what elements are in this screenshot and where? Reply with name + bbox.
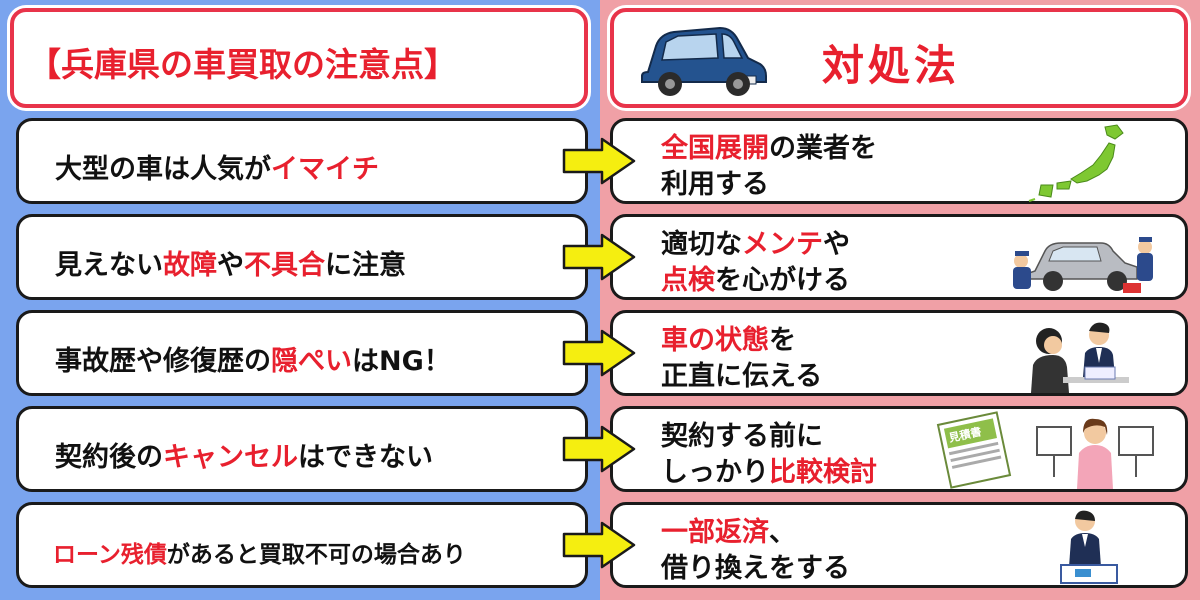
car-icon	[641, 26, 767, 96]
solution-text: 利用する	[661, 169, 769, 200]
solution-text: を心がける	[715, 265, 850, 296]
japan-map-icon	[1028, 124, 1124, 202]
solution-item-maintenance: 適切なメンテや 点検を心がける	[610, 214, 1188, 300]
solution-item-compare: 契約する前に しっかり比較検討 見積書	[610, 406, 1188, 492]
caution-item-no-cancel: 契約後のキャンセルはできない	[16, 406, 588, 492]
consultation-icon	[1031, 322, 1129, 393]
caution-item-loan: ローン残債があると買取不可の場合あり	[16, 502, 588, 588]
caution-text: 契約後の	[55, 442, 163, 473]
solution-item-repay: 一部返済、 借り換えをする	[610, 502, 1188, 588]
businessman-signing-icon	[1060, 510, 1118, 584]
solution-text: 、	[769, 517, 796, 548]
caution-highlight: 不具合	[244, 250, 325, 281]
arrow-right-icon	[562, 521, 636, 569]
solution-text: の業者を	[769, 133, 877, 164]
solution-text: 適切な	[661, 229, 742, 260]
solution-item-honest: 車の状態を 正直に伝える	[610, 310, 1188, 396]
mechanics-car-icon	[1013, 237, 1153, 293]
caution-text: があると買取不可の場合あり	[166, 542, 466, 568]
caution-text: 大型の車は人気が	[55, 154, 271, 185]
caution-text: に注意	[325, 250, 406, 281]
solution-text: や	[823, 229, 850, 260]
caution-title: 【兵庫県の車買取の注意点】	[28, 45, 457, 84]
solution-highlight: 比較検討	[769, 457, 877, 488]
caution-text: はできない	[298, 442, 433, 473]
caution-text: 見えない	[55, 250, 163, 281]
solution-text: を	[769, 325, 796, 356]
arrow-right-icon	[562, 137, 636, 185]
estimate-sheet-icon: 見積書	[936, 411, 1012, 489]
arrow-right-icon	[562, 329, 636, 377]
solution-highlight: 全国展開	[661, 133, 769, 164]
caution-highlight: イマイチ	[271, 154, 379, 185]
solution-text: 契約する前に	[661, 421, 823, 452]
caution-text: や	[217, 250, 244, 281]
caution-text: 事故歴や修復歴の	[55, 346, 271, 377]
caution-text: はNG！	[352, 346, 451, 377]
arrow-right-icon	[562, 425, 636, 473]
solution-highlight: 車の状態	[661, 325, 769, 356]
arrow-right-icon	[562, 233, 636, 281]
solution-highlight: 一部返済	[661, 517, 769, 548]
caution-highlight: 隠ぺい	[271, 346, 352, 377]
solution-text: しっかり	[661, 457, 769, 488]
solution-text: 正直に伝える	[661, 361, 823, 392]
solution-header: 対処法	[610, 8, 1188, 108]
solution-item-nationwide: 全国展開の業者を 利用する	[610, 118, 1188, 204]
caution-item-large-car: 大型の車は人気がイマイチ	[16, 118, 588, 204]
solution-text: 借り換えをする	[661, 553, 850, 584]
estimate-sign-icon	[1036, 418, 1154, 489]
caution-item-accident-history: 事故歴や修復歴の隠ぺいはNG！	[16, 310, 588, 396]
solution-title: 対処法	[822, 41, 961, 90]
caution-header: 【兵庫県の車買取の注意点】	[10, 8, 588, 108]
caution-item-hidden-fault: 見えない故障や不具合に注意	[16, 214, 588, 300]
solution-highlight: 点検	[661, 265, 715, 296]
caution-highlight: ローン残債	[53, 542, 167, 568]
caution-highlight: 故障	[163, 250, 217, 281]
caution-highlight: キャンセル	[163, 442, 298, 473]
solution-highlight: メンテ	[742, 229, 823, 260]
